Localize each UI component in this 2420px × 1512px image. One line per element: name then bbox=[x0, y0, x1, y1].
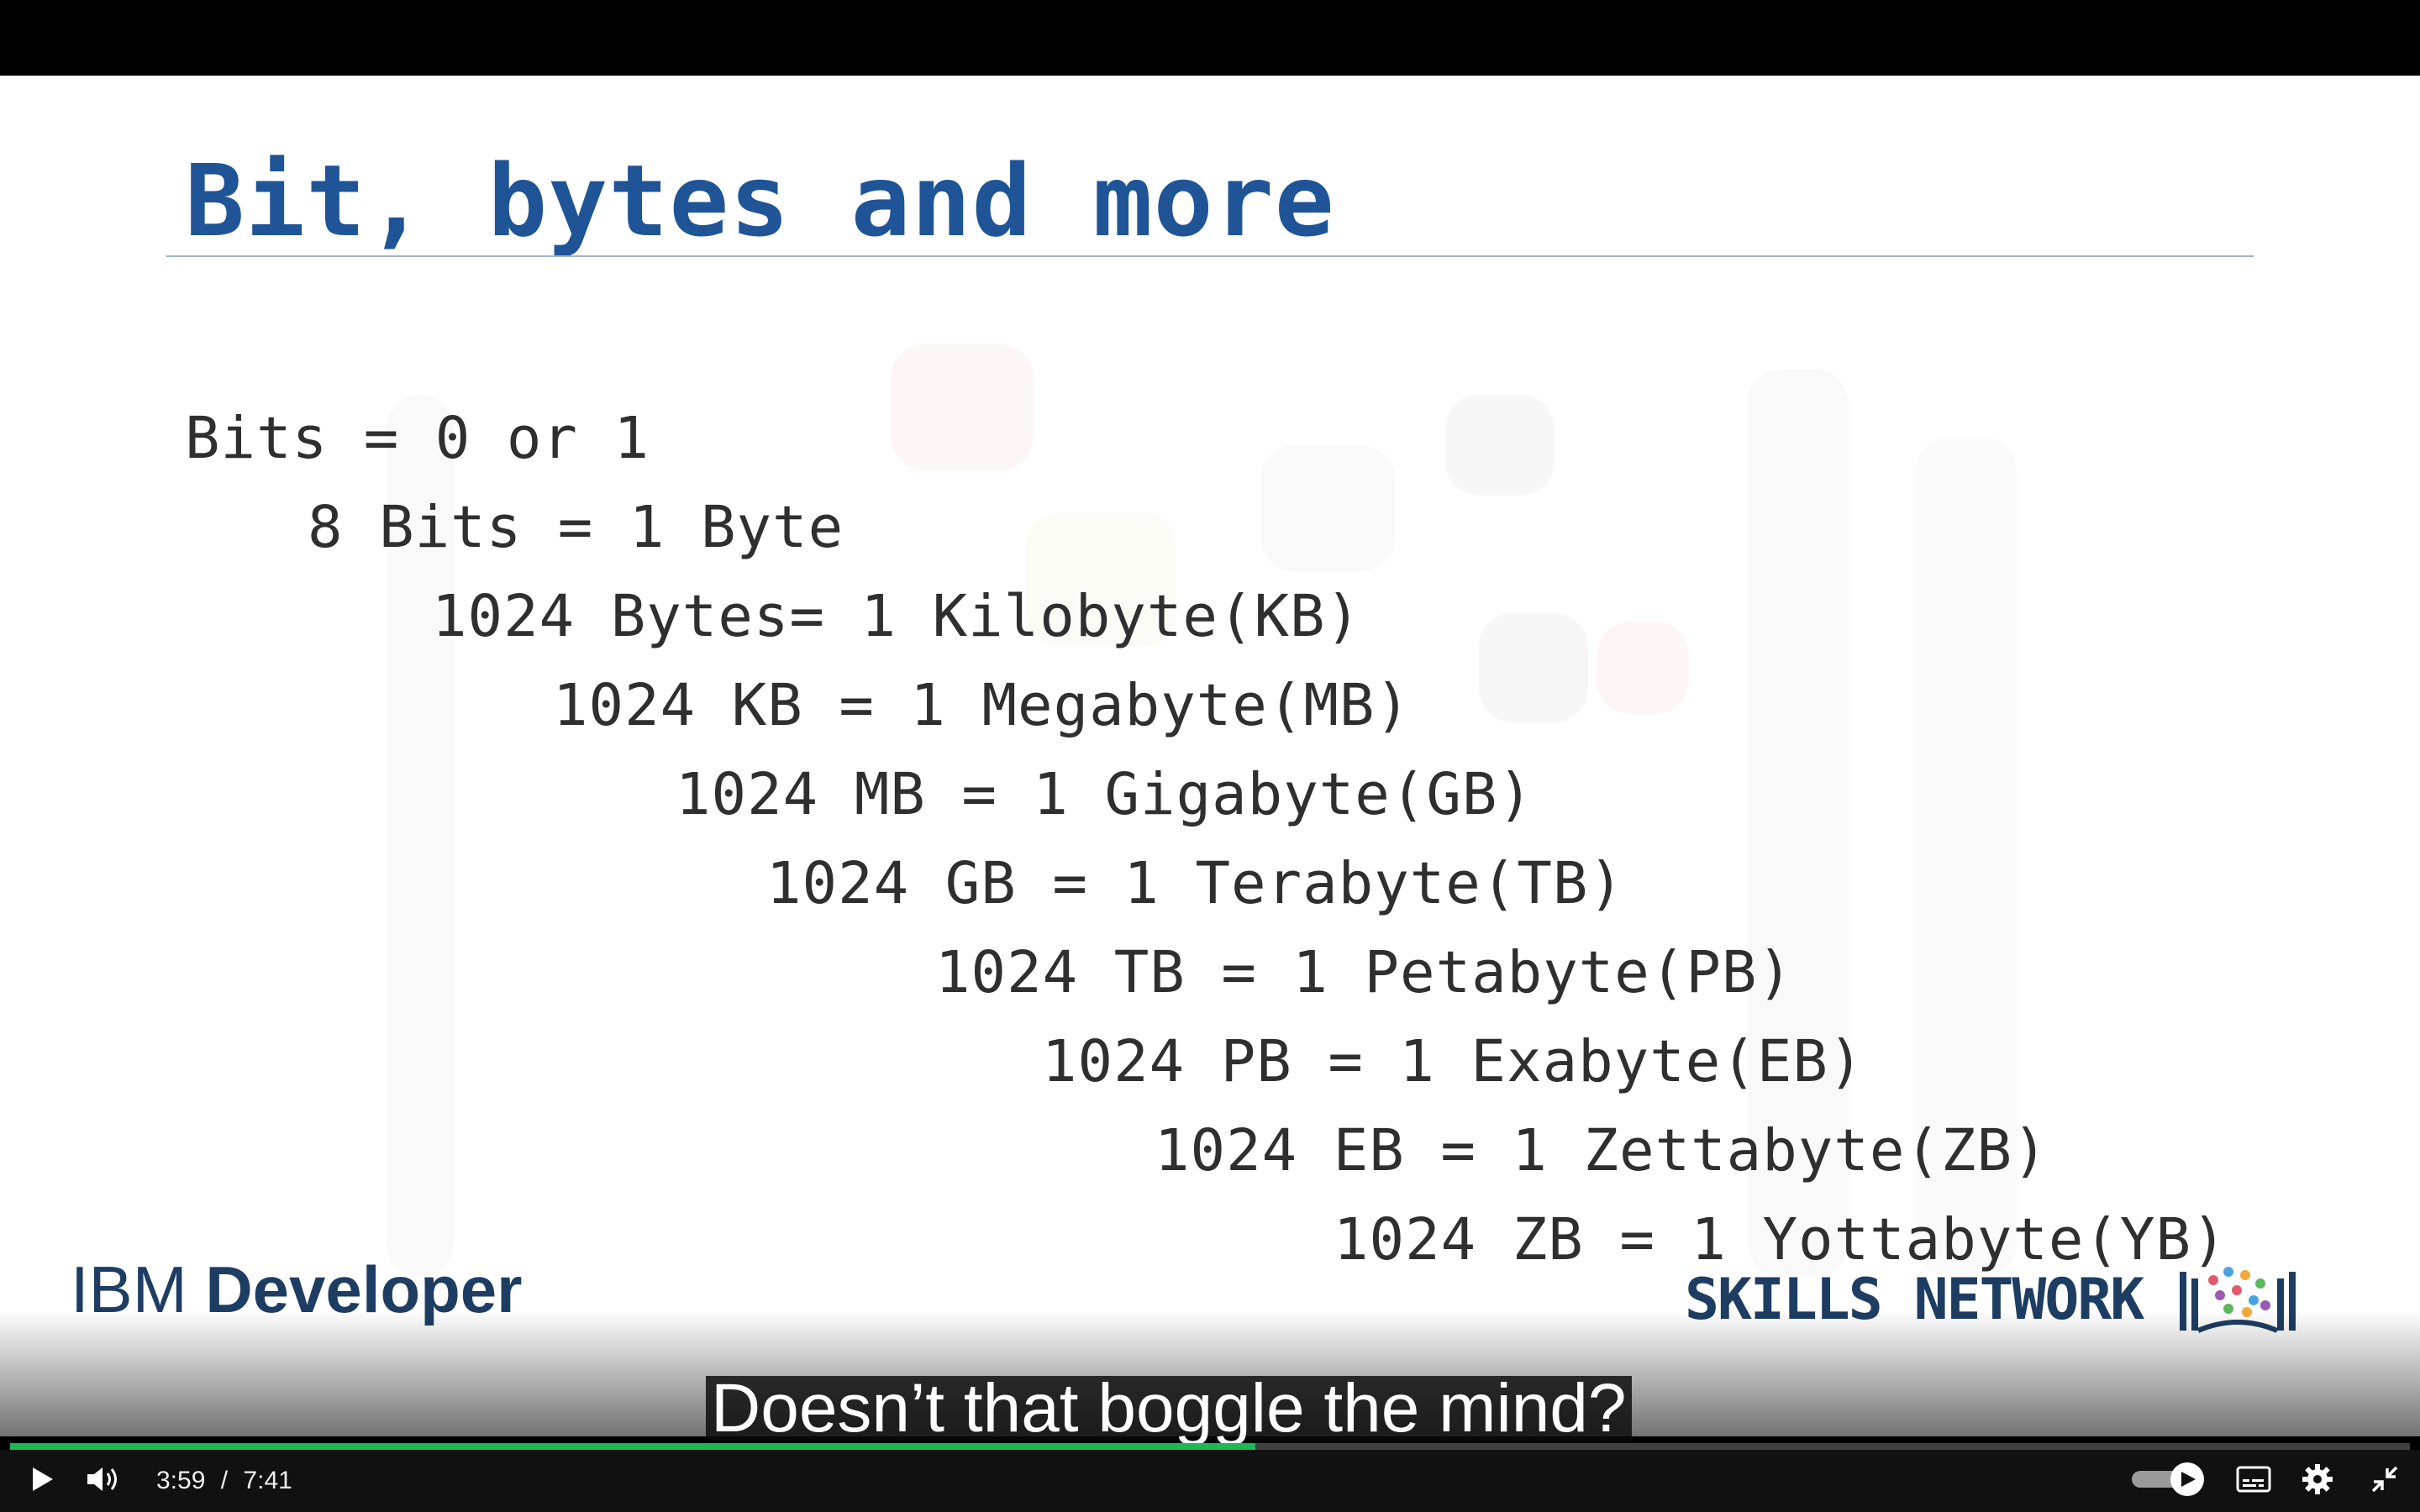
time-display: 3:59 / 7:41 bbox=[156, 1450, 292, 1512]
subtitle-caption: Doesn’t that boggle the mind? bbox=[706, 1374, 1632, 1443]
slide-line: 1024 PB = 1 Exabyte(EB) bbox=[1042, 1028, 1865, 1095]
captions-icon bbox=[2235, 1465, 2272, 1498]
play-icon bbox=[28, 1464, 56, 1499]
time-separator: / bbox=[220, 1467, 229, 1494]
top-letterbox bbox=[0, 0, 2420, 76]
exit-fullscreen-button[interactable] bbox=[2360, 1450, 2410, 1512]
captions-button[interactable] bbox=[2228, 1450, 2279, 1512]
volume-button[interactable] bbox=[77, 1450, 128, 1512]
slide-line: 1024 MB = 1 Gigabyte(GB) bbox=[676, 761, 1534, 828]
progress-fill bbox=[10, 1443, 1256, 1450]
current-time: 3:59 bbox=[156, 1467, 206, 1494]
slide-line: 1024 EB = 1 Zettabyte(ZB) bbox=[1155, 1117, 2049, 1184]
settings-button[interactable] bbox=[2292, 1450, 2343, 1512]
autoplay-toggle-icon bbox=[2128, 1461, 2207, 1502]
player-controls: 3:59 / 7:41 bbox=[0, 1450, 2420, 1512]
slide-line: 1024 TB = 1 Petabyte(PB) bbox=[935, 939, 1793, 1006]
slide-line: Bits = 0 or 1 bbox=[185, 405, 650, 472]
slide-line: 1024 KB = 1 Megabyte(MB) bbox=[553, 672, 1411, 739]
play-button[interactable] bbox=[17, 1450, 67, 1512]
gear-icon bbox=[2302, 1463, 2333, 1499]
autoplay-toggle[interactable] bbox=[2126, 1450, 2210, 1512]
slide-title: Bit, bytes and more bbox=[185, 143, 1335, 259]
volume-icon bbox=[84, 1464, 121, 1499]
title-underline bbox=[166, 255, 2254, 257]
exit-fullscreen-icon bbox=[2370, 1464, 2400, 1499]
slide-line: 1024 Bytes= 1 Kilobyte(KB) bbox=[432, 583, 1362, 650]
progress-bar[interactable] bbox=[10, 1443, 2410, 1450]
slide bbox=[0, 76, 2420, 1436]
slide-line: 1024 ZB = 1 Yottabyte(YB) bbox=[1334, 1206, 2228, 1273]
slide-line: 8 Bits = 1 Byte bbox=[308, 494, 844, 561]
duration: 7:41 bbox=[243, 1467, 292, 1494]
slide-line: 1024 GB = 1 Terabyte(TB) bbox=[766, 850, 1624, 917]
